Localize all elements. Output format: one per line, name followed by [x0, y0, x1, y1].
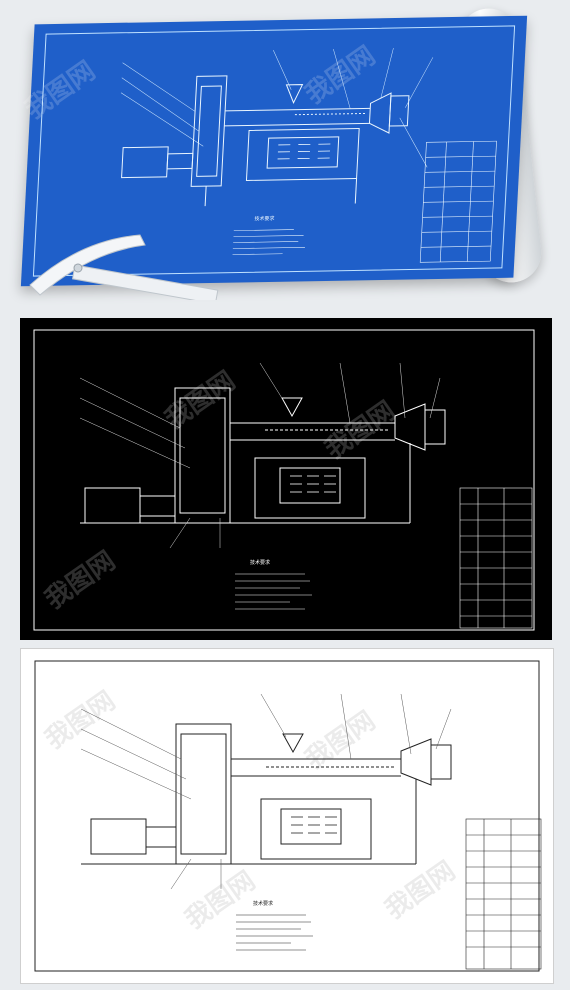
blueprint-sheet: 技术要求 [20, 15, 528, 287]
blueprint-notes-title: 技术要求 [254, 215, 274, 222]
black-notes-title: 技术要求 [250, 559, 270, 566]
black-sheet: 技术要求 [20, 318, 552, 640]
blueprint-drawing: 技术要求 [32, 25, 516, 277]
white-drawing: 技术要求 [34, 660, 542, 972]
black-drawing: 技术要求 [33, 329, 535, 631]
protractor-ruler [29, 234, 219, 300]
white-sheet: 技术要求 [20, 648, 554, 984]
white-notes-title: 技术要求 [253, 900, 273, 907]
